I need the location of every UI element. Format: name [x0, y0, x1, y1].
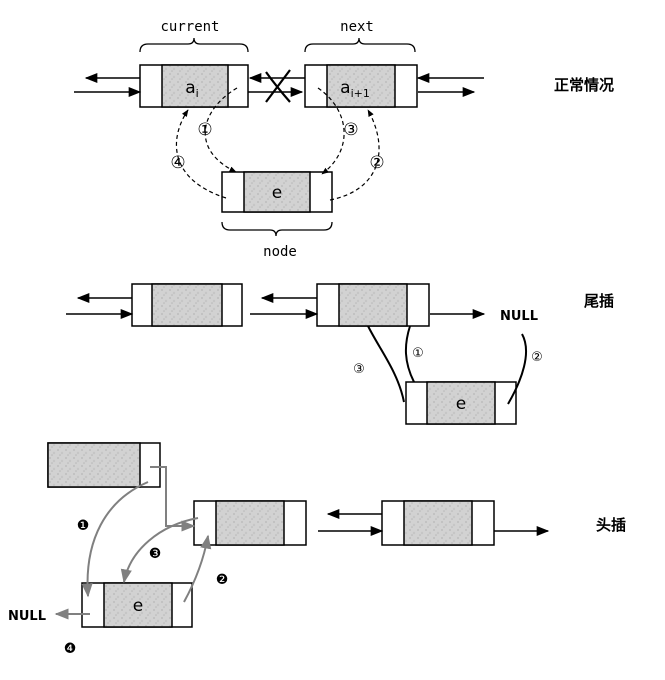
tail-node-e: e — [405, 381, 517, 425]
title-head: 头插 — [596, 516, 626, 534]
title-tail: 尾插 — [584, 292, 614, 310]
node-next: ai+1 — [304, 64, 418, 108]
svg-text:ai: ai — [185, 78, 198, 100]
section-tail: NULL e ① ② ③ 尾插 — [66, 283, 614, 425]
node-current-subscript: i — [196, 87, 199, 100]
head-step-2: ❷ — [216, 572, 229, 588]
tail-null-label: NULL — [500, 309, 538, 324]
head-link-2-e-to-first — [183, 534, 212, 603]
node-next-subscript: i+1 — [351, 87, 370, 100]
brace-next — [304, 37, 416, 53]
head-step-3: ❸ — [149, 546, 162, 562]
node-new-e: e — [221, 171, 333, 213]
link-3-next-to-e — [317, 87, 345, 175]
head-node-e: e — [81, 582, 193, 628]
head-null-label: NULL — [8, 609, 46, 624]
tail-step-1: ① — [412, 346, 424, 361]
tail-link-2 — [507, 333, 527, 405]
cross-mark — [265, 69, 291, 103]
node-current: ai — [139, 64, 249, 108]
tail-link-1 — [404, 325, 415, 383]
label-next: next — [340, 19, 374, 35]
tail-node-a — [131, 283, 243, 327]
step-3: ③ — [343, 120, 358, 140]
step-2: ② — [369, 153, 384, 173]
svg-text:ai+1: ai+1 — [340, 78, 370, 100]
link-2-e-to-next — [329, 109, 380, 201]
node-next-label: a — [340, 78, 350, 98]
head-node-first — [193, 500, 307, 546]
tail-node-e-label: e — [456, 394, 466, 414]
tail-link-3 — [367, 325, 405, 403]
node-current-label: a — [185, 78, 195, 98]
brace-node — [221, 221, 333, 237]
node-new-e-label: e — [272, 183, 282, 203]
tail-node-last — [316, 283, 430, 327]
tail-step-3: ③ — [353, 362, 365, 377]
head-step-4: ❹ — [64, 641, 77, 657]
head-link-old-head-to-first — [150, 466, 196, 532]
head-node-head — [47, 442, 161, 488]
label-node: node — [263, 244, 297, 260]
link-4-e-to-current — [175, 109, 227, 199]
head-link-1-head-to-e — [81, 481, 149, 598]
step-4: ④ — [170, 153, 185, 173]
head-node-second — [381, 500, 495, 546]
brace-current — [139, 37, 249, 53]
head-link-3-first-to-e — [120, 517, 199, 584]
label-current: current — [160, 19, 219, 35]
title-normal: 正常情况 — [554, 76, 614, 94]
section-normal: current next ai ai+1 e node — [74, 19, 614, 260]
section-head: e NULL ❶ ❷ ❸ ❹ 头插 — [8, 442, 626, 657]
link-1-current-to-e — [204, 87, 238, 173]
head-node-e-label: e — [133, 596, 143, 616]
step-1: ① — [197, 120, 212, 140]
tail-step-2: ② — [531, 350, 543, 365]
head-step-1: ❶ — [77, 518, 90, 534]
